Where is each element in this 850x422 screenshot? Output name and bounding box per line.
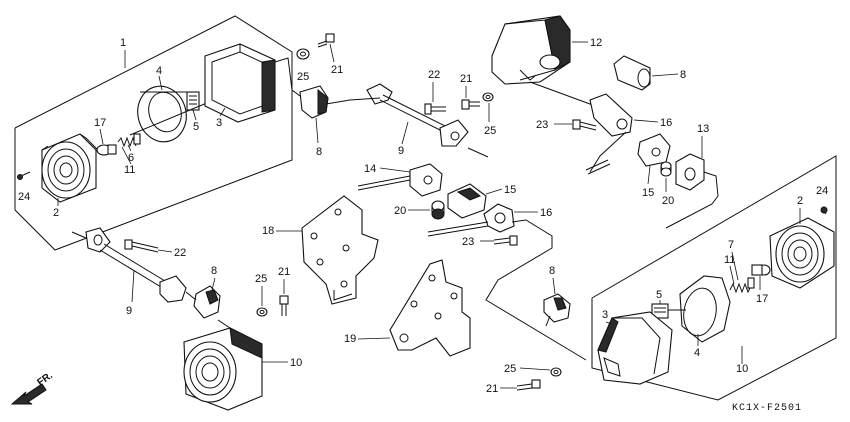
front-direction-label: FR. — [35, 370, 55, 388]
callout-13: 13 — [697, 123, 709, 135]
callout-7: 7 — [728, 239, 734, 251]
callout-21-bottom-left: 21 — [278, 266, 290, 278]
callout-21-bottom: 21 — [486, 383, 498, 395]
collar-20-mid — [431, 200, 445, 220]
callout-25-bottom: 25 — [504, 363, 516, 375]
callout-10-right: 10 — [736, 363, 748, 375]
grommet-8-left — [299, 85, 329, 119]
bolt-22-top — [424, 103, 446, 115]
washer-25-bottom-left — [256, 307, 268, 317]
callout-5-right: 5 — [656, 289, 662, 301]
connector-8-right — [613, 55, 651, 91]
callout-1: 1 — [120, 37, 126, 49]
bolt-21-bottom — [516, 379, 541, 391]
callout-3-left: 3 — [216, 117, 222, 129]
callout-8-left: 8 — [316, 146, 322, 158]
callout-14: 14 — [364, 163, 376, 175]
bracket-18 — [301, 195, 379, 305]
callout-15-mid: 15 — [504, 184, 516, 196]
screw-24-left — [17, 171, 31, 180]
callout-9-bottom: 9 — [126, 305, 132, 317]
callout-2-right: 2 — [797, 195, 803, 207]
bracket-19 — [389, 259, 471, 357]
callout-22-bottom: 22 — [174, 247, 186, 259]
housing-3-left — [204, 43, 276, 123]
bolt-23-top — [572, 119, 597, 131]
washer-25-top — [296, 48, 310, 60]
callout-8-right: 8 — [680, 69, 686, 81]
callout-24-left: 24 — [18, 191, 30, 203]
bolt-23-mid — [493, 235, 518, 246]
left-turn-signal-assembly-box — [14, 15, 293, 251]
callout-11-left: 11 — [124, 164, 135, 176]
stay-13 — [665, 153, 719, 229]
callout-15-right: 15 — [642, 187, 654, 199]
diagram-code: KC1X-F2501 — [732, 403, 802, 414]
socket-5-left — [186, 91, 200, 111]
stay-9-bottom — [71, 227, 187, 303]
callout-20-right: 20 — [662, 195, 674, 207]
callout-2-left: 2 — [53, 207, 59, 219]
callout-23-top: 23 — [536, 119, 548, 131]
grommet-8-bottom-left — [193, 285, 221, 319]
callout-25-mid: 25 — [484, 125, 496, 137]
screw-24-right — [820, 206, 828, 215]
callout-12: 12 — [590, 37, 602, 49]
callout-24-right: 24 — [816, 185, 828, 197]
callout-6: 6 — [128, 152, 134, 164]
callout-21-mid: 21 — [460, 73, 472, 85]
callout-21-top: 21 — [331, 64, 343, 76]
turn-signal-lens-left — [41, 133, 101, 203]
callout-4-left: 4 — [156, 65, 162, 77]
callout-3-right: 3 — [602, 309, 608, 321]
wire-14 — [357, 163, 443, 197]
callout-25-top: 25 — [297, 71, 309, 83]
right-turn-signal-assembly-box — [591, 155, 837, 401]
spring-6-11-left — [117, 133, 141, 148]
turn-signal-lens-right — [769, 217, 835, 289]
rear-turn-signal-12 — [491, 15, 571, 85]
callout-11-right: 11 — [724, 254, 735, 266]
callout-8-bottom-left: 8 — [211, 265, 217, 277]
callout-9-top: 9 — [398, 145, 404, 157]
callout-25-bottom-left: 25 — [255, 273, 267, 285]
bolt-21-top — [317, 33, 335, 48]
callout-18: 18 — [262, 225, 274, 237]
callout-5-left: 5 — [193, 121, 199, 133]
front-direction-arrow: FR. — [10, 370, 55, 405]
bolt-21-bottom-left — [279, 295, 289, 316]
bracket-16-mid — [427, 203, 587, 361]
turn-signal-10-left — [183, 319, 263, 411]
washer-25-mid — [482, 92, 494, 102]
callout-8-bottom-mid: 8 — [549, 265, 555, 277]
grommet-8-bottom-mid — [543, 293, 571, 327]
callout-4-right: 4 — [694, 347, 700, 359]
callout-16-mid: 16 — [540, 207, 552, 219]
callout-17-left: 17 — [94, 117, 106, 129]
lens-rim-4-right — [679, 275, 731, 343]
bulb-17-left — [96, 144, 117, 156]
callout-17-right: 17 — [756, 293, 768, 305]
spring-7-11-right — [729, 277, 755, 294]
cushion-15-right — [637, 133, 671, 167]
callout-23-mid: 23 — [462, 236, 474, 248]
callout-10-left: 10 — [290, 357, 302, 369]
bracket-16-top — [589, 93, 633, 137]
callout-16-top: 16 — [660, 117, 672, 129]
stay-9-top — [325, 83, 489, 158]
housing-3-right — [597, 311, 673, 385]
washer-25-bottom — [550, 367, 562, 377]
lens-rim-4-left — [137, 85, 190, 143]
callout-20-mid: 20 — [394, 205, 406, 217]
cushion-15-mid — [447, 183, 487, 219]
collar-20-right — [660, 161, 672, 177]
bulb-17-right — [751, 264, 771, 276]
callout-22-top: 22 — [428, 69, 440, 81]
callout-19: 19 — [344, 333, 356, 345]
bolt-22-bottom — [124, 239, 159, 253]
bolt-21-mid — [461, 99, 480, 110]
